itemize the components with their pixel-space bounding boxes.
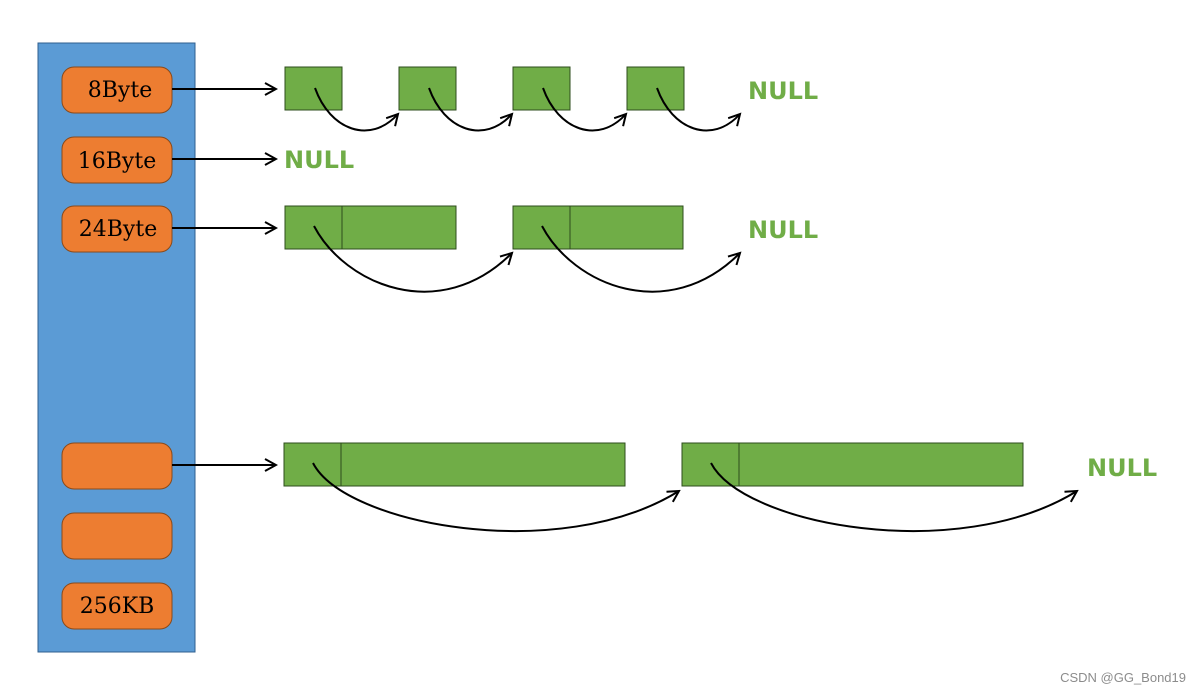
memory-block [284, 66, 343, 111]
next-pointer-arrow [542, 87, 626, 132]
memory-block [283, 442, 626, 487]
memory-block [512, 66, 571, 111]
next-pointer-arrow [710, 462, 1077, 533]
null-terminator: NULL [1087, 454, 1157, 482]
bucket-unlabeled-1 [61, 442, 173, 490]
free-list-large: NULL [283, 442, 1157, 533]
bucket-unlabeled-2 [61, 512, 173, 560]
memory-block [681, 442, 1024, 487]
bucket-label: 24Byte [79, 217, 157, 242]
bucket-256kb: 256KB [61, 582, 173, 630]
bucket-label: 16Byte [78, 149, 156, 174]
bucket-label: 256KB [80, 594, 155, 619]
next-pointer-arrow [428, 87, 512, 132]
next-pointer-arrow [312, 462, 679, 533]
free-list-24byte: NULL [284, 205, 818, 293]
bucket-label: 8Byte [88, 78, 152, 103]
next-pointer-arrow [314, 87, 398, 132]
next-pointer-arrow [541, 225, 740, 293]
null-terminator: NULL [748, 216, 818, 244]
memory-block [398, 66, 457, 111]
free-list-8byte: NULL [284, 66, 818, 132]
next-pointer-arrow [313, 225, 512, 293]
bucket-8byte: 8Byte [61, 66, 173, 114]
watermark: CSDN @GG_Bond19 [1060, 670, 1186, 685]
next-pointer-arrow [656, 87, 740, 132]
bucket-16byte: 16Byte [61, 136, 173, 184]
memory-block [626, 66, 685, 111]
bucket-24byte: 24Byte [61, 205, 173, 253]
bucket-array-panel [37, 42, 196, 653]
null-terminator: NULL [284, 146, 354, 174]
memory-block [512, 205, 684, 250]
memory-block [284, 205, 457, 250]
null-terminator: NULL [748, 77, 818, 105]
